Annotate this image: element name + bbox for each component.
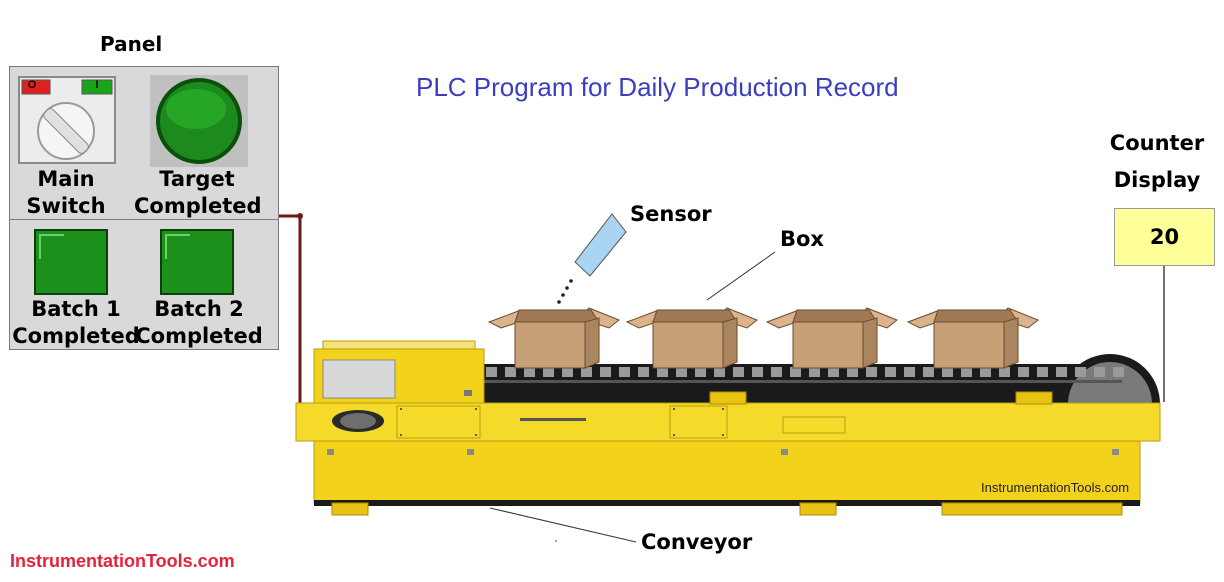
belt-link xyxy=(866,367,877,377)
sensor xyxy=(557,213,627,304)
belt-link xyxy=(1037,367,1048,377)
panel-wire xyxy=(279,214,302,404)
belt-link xyxy=(771,367,782,377)
watermark-left[interactable]: InstrumentationTools.com xyxy=(10,551,235,571)
belt-link xyxy=(733,367,744,377)
belt-link xyxy=(752,367,763,377)
batch1-lamp xyxy=(34,229,108,295)
belt-link xyxy=(1113,367,1124,377)
belt-link xyxy=(904,367,915,377)
conveyor-leader-line xyxy=(489,507,637,543)
belt-link xyxy=(714,367,725,377)
conveyor-frame xyxy=(295,391,1161,516)
sensor-label: Sensor xyxy=(630,202,712,226)
counter-value: 20 xyxy=(1149,225,1180,249)
watermark-conveyor: InstrumentationTools.com xyxy=(981,480,1130,495)
belt-link xyxy=(581,367,592,377)
box-4 xyxy=(906,307,1039,369)
belt-link xyxy=(486,367,497,377)
target-completed-lamp xyxy=(150,75,248,167)
belt-link xyxy=(828,367,839,377)
belt-link xyxy=(695,367,706,377)
belt-link xyxy=(600,367,611,377)
batch2-lamp xyxy=(160,229,234,295)
switch-on-indicator: I xyxy=(95,79,99,91)
page-title: PLC Program for Daily Production Record xyxy=(416,72,899,102)
panel-divider xyxy=(9,219,279,220)
belt-link xyxy=(638,367,649,377)
belt-link xyxy=(562,367,573,377)
belt-link xyxy=(657,367,668,377)
belt-link xyxy=(809,367,820,377)
conveyor-belt xyxy=(482,354,1160,406)
belt-link xyxy=(543,367,554,377)
main-switch[interactable] xyxy=(18,76,118,166)
box-leader-line xyxy=(706,251,776,301)
box-1 xyxy=(487,307,620,369)
box-3 xyxy=(765,307,898,369)
counter-display: 20 xyxy=(1114,208,1215,266)
belt-link xyxy=(1056,367,1067,377)
belt-link xyxy=(942,367,953,377)
belt-link xyxy=(847,367,858,377)
box-2 xyxy=(625,307,758,369)
motor-housing xyxy=(313,340,485,408)
belt-link xyxy=(505,367,516,377)
belt-link xyxy=(961,367,972,377)
conveyor-label: Conveyor xyxy=(641,530,753,554)
belt-link xyxy=(524,367,535,377)
panel-title: Panel xyxy=(100,32,163,56)
belt-link xyxy=(923,367,934,377)
belt-link xyxy=(1075,367,1086,377)
belt-link xyxy=(790,367,801,377)
boxes xyxy=(487,307,1039,369)
switch-off-indicator: O xyxy=(27,79,37,91)
belt-link xyxy=(676,367,687,377)
belt-link xyxy=(885,367,896,377)
belt-link xyxy=(999,367,1010,377)
belt-link xyxy=(980,367,991,377)
box-label: Box xyxy=(780,227,824,251)
belt-link xyxy=(1018,367,1029,377)
belt-link xyxy=(619,367,630,377)
belt-link xyxy=(1094,367,1105,377)
